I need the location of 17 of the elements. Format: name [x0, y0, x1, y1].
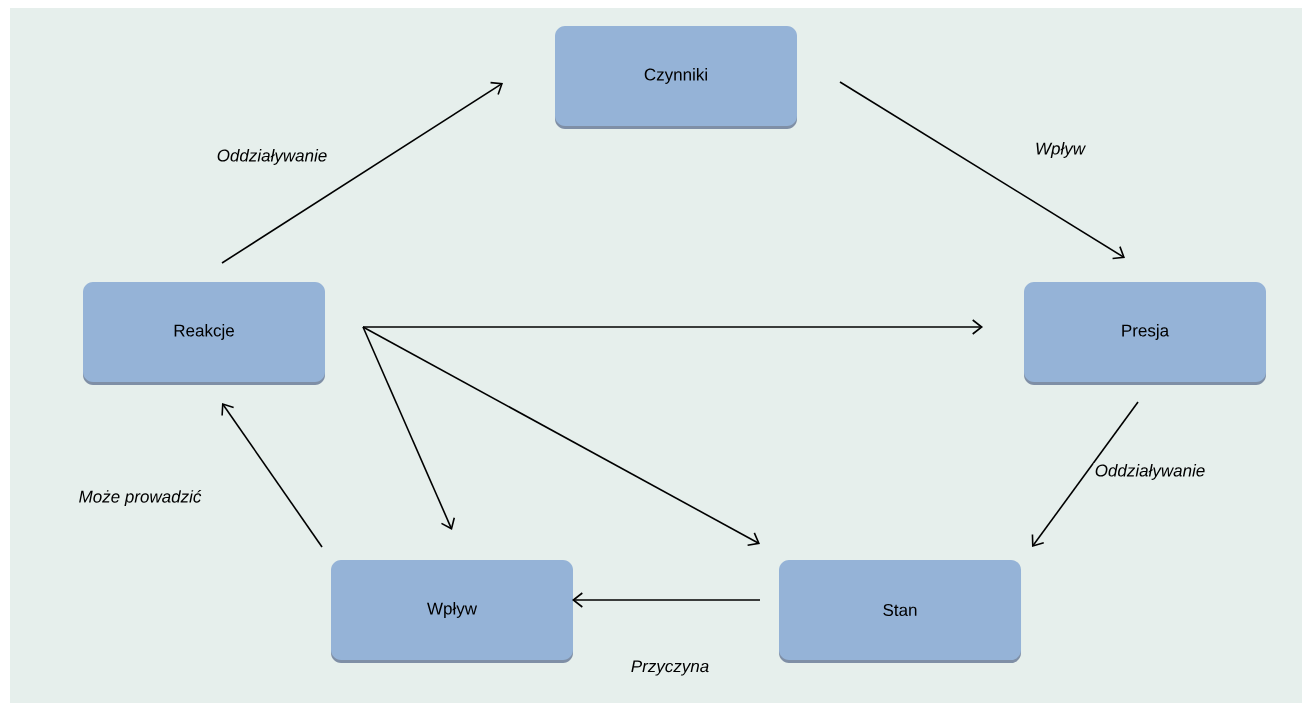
process-box: Czynniki: [555, 26, 797, 129]
edge-label: Oddziaływanie: [1093, 463, 1207, 481]
arrow: [362, 319, 983, 335]
arrow: [839, 81, 1125, 260]
arrow: [221, 403, 323, 548]
arrow: [1031, 401, 1139, 547]
edge-label: Wpływ: [1034, 141, 1087, 159]
edge-label: Oddziaływanie: [215, 148, 329, 166]
process-box: Presja: [1024, 282, 1266, 385]
arrow: [362, 326, 760, 546]
arrow: [572, 592, 761, 608]
process-box: Stan: [779, 560, 1021, 663]
arrow: [221, 81, 503, 264]
process-box: Wpływ: [331, 560, 573, 663]
process-box: Reakcje: [83, 282, 325, 385]
arrow: [362, 326, 456, 530]
edge-label: Przyczyna: [629, 659, 711, 677]
